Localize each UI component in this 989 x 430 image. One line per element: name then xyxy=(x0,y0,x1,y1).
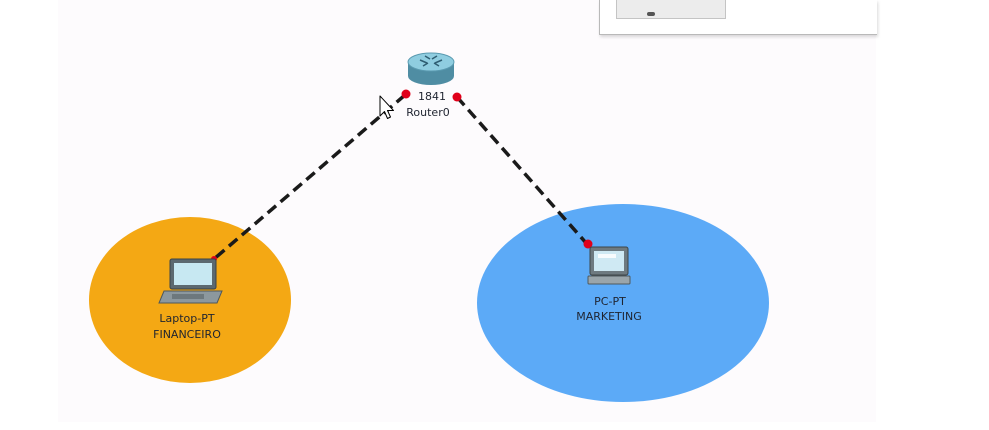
link-router-pc[interactable] xyxy=(455,95,589,246)
mouse-cursor-icon xyxy=(379,95,394,119)
router-name-label: Router0 xyxy=(406,106,449,119)
marketing-area[interactable] xyxy=(477,204,769,402)
link-endpoint-router-left xyxy=(401,89,411,99)
pc-name-label: MARKETING xyxy=(576,310,642,323)
link-router-laptop[interactable] xyxy=(212,93,407,261)
popup-panel xyxy=(599,0,877,35)
router-icon[interactable] xyxy=(407,52,455,85)
popup-control[interactable] xyxy=(616,0,726,19)
link-endpoint-router-right xyxy=(452,92,462,102)
pc-icon[interactable] xyxy=(587,246,631,285)
laptop-model-label: Laptop-PT xyxy=(159,312,214,325)
pc-model-label: PC-PT xyxy=(594,295,626,308)
router-model-label: 1841 xyxy=(418,90,446,103)
laptop-icon[interactable] xyxy=(158,258,223,304)
link-endpoint-pc xyxy=(583,239,593,249)
popup-control-handle xyxy=(647,12,655,16)
laptop-name-label: FINANCEIRO xyxy=(153,328,221,341)
